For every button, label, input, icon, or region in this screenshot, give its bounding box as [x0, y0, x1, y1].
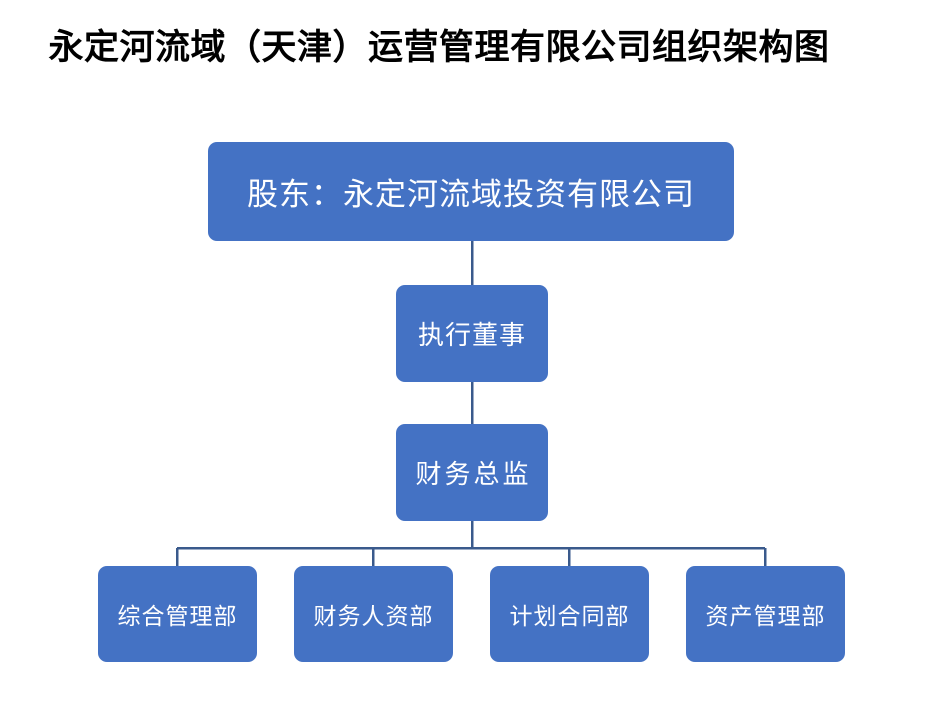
node-department-finance-hr[interactable]: 财务人资部: [294, 566, 453, 662]
node-finance-director[interactable]: 财务总监: [396, 424, 548, 521]
node-department-asset-management[interactable]: 资产管理部: [686, 566, 845, 662]
node-executive-director[interactable]: 执行董事: [396, 285, 548, 382]
node-department-general-management[interactable]: 综合管理部: [98, 566, 257, 662]
node-shareholder[interactable]: 股东：永定河流域投资有限公司: [208, 142, 734, 241]
page-title: 永定河流域（天津）运营管理有限公司组织架构图: [48, 28, 830, 67]
node-department-planning-contract[interactable]: 计划合同部: [490, 566, 649, 662]
